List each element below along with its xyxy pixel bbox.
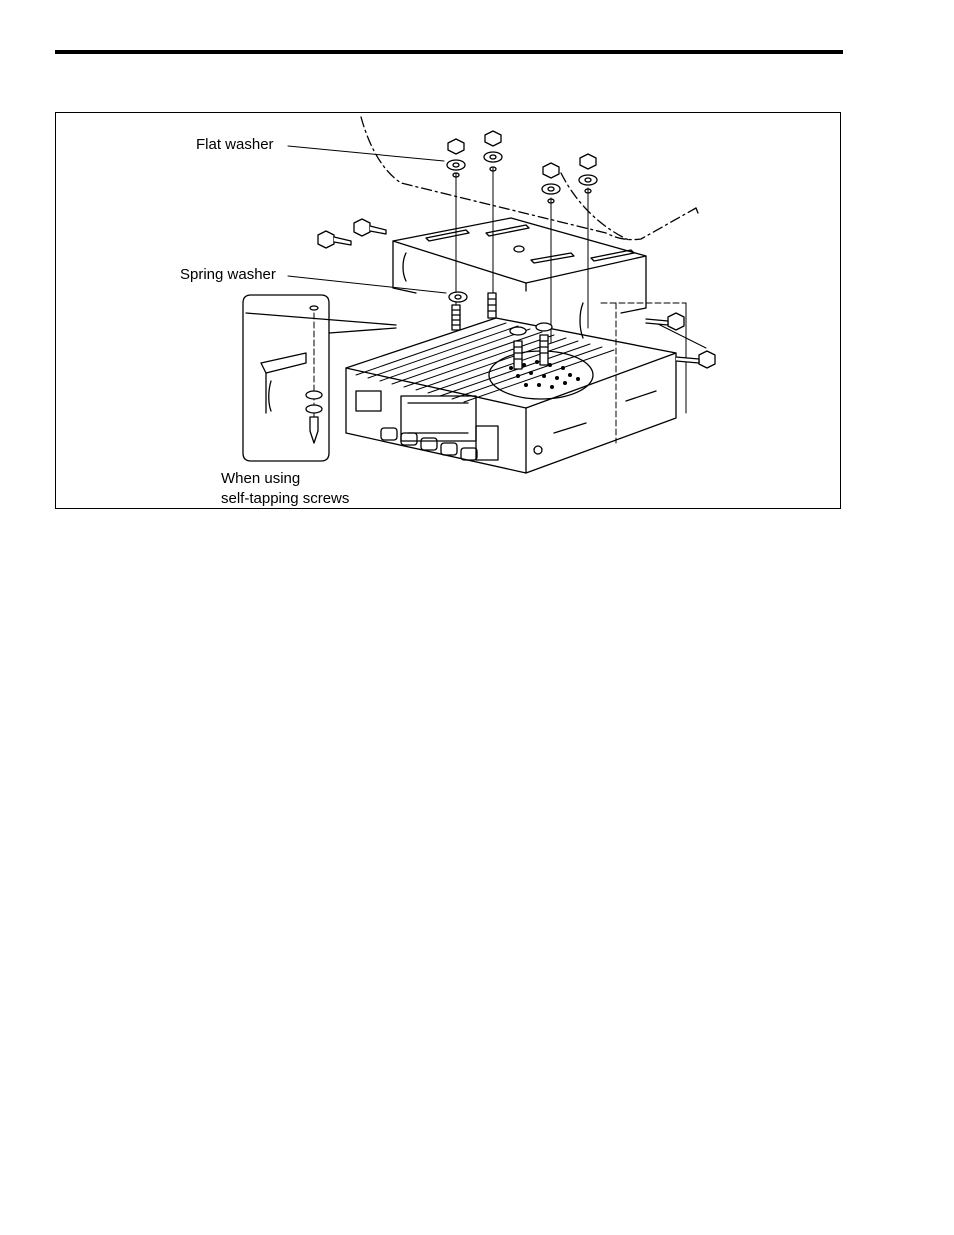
header-rule [55,50,843,54]
mounting-bracket [393,218,646,338]
radio-unit [346,318,676,473]
self-tapping-label-line2: self-tapping screws [221,489,349,509]
self-tapping-inset [243,295,396,461]
flat-washer-icon [447,152,597,335]
flat-washer-label: Flat washer [196,135,274,155]
self-tapping-label-line1: When using [221,469,300,489]
vehicle-panel-outline [361,117,698,241]
bolt-icon [452,293,548,369]
spring-washer-icon [453,167,591,203]
mounting-illustration [56,113,841,509]
leader-lines [288,146,446,293]
spring-washer-label: Spring washer [180,265,276,285]
hex-nut-icon [448,131,596,178]
mounting-diagram: Flat washer Spring washer When using sel… [55,112,841,509]
